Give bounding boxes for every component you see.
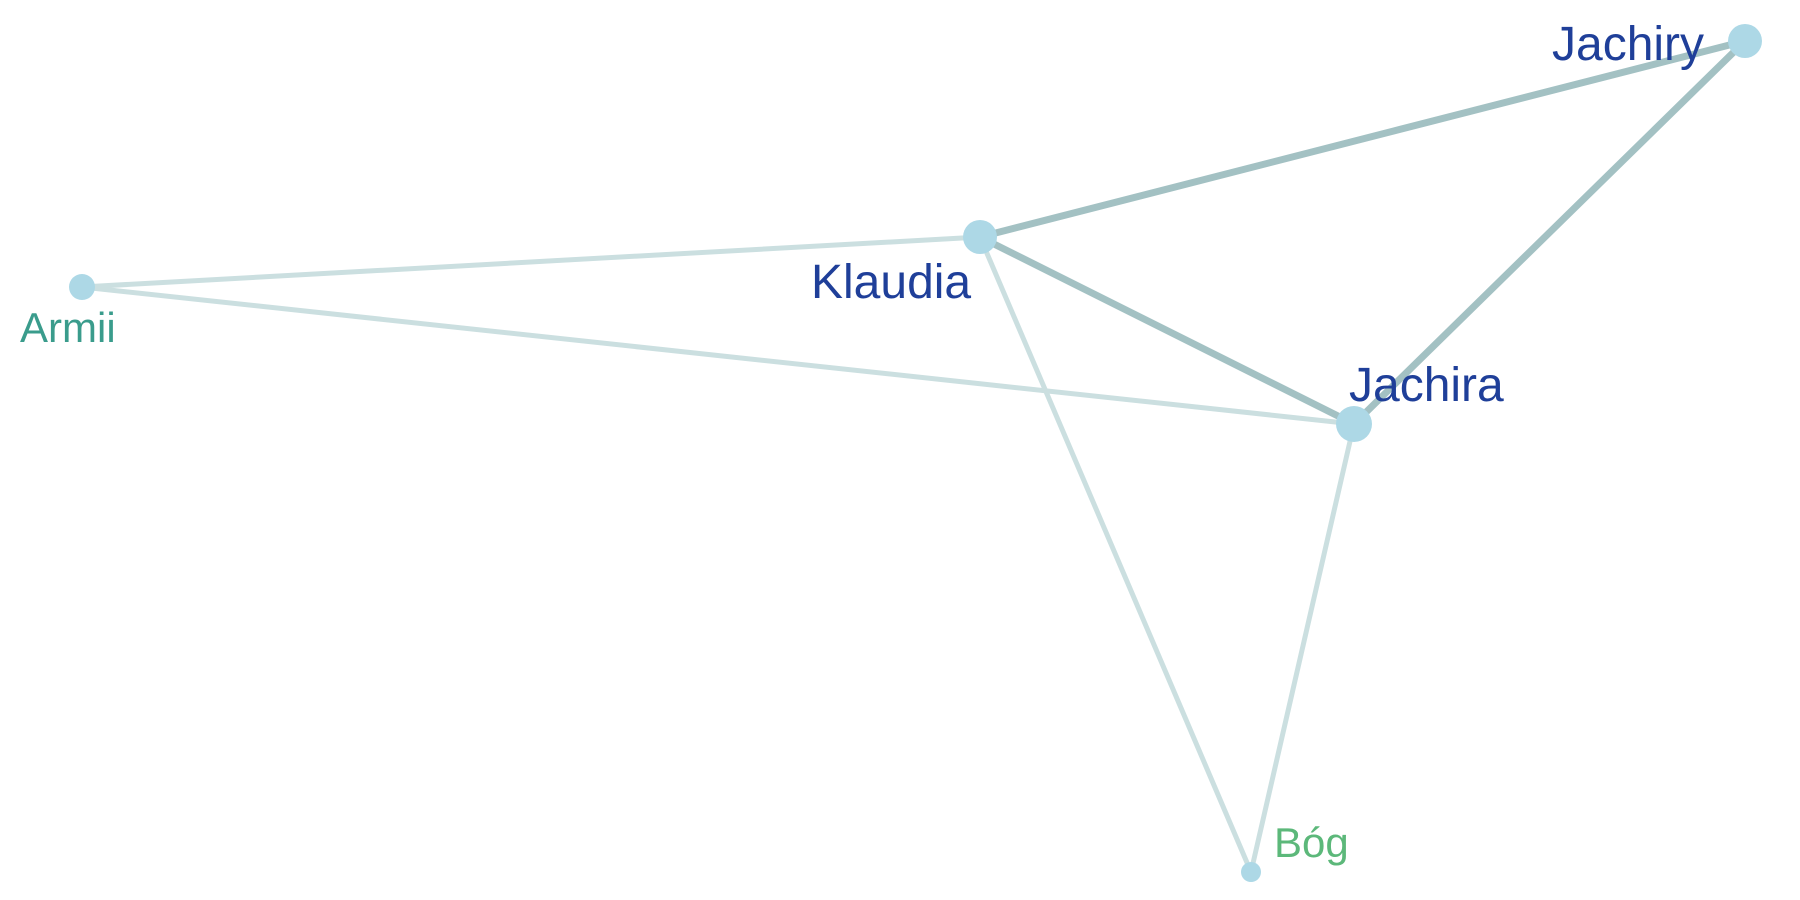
node-label-klaudia: Klaudia [811,256,971,309]
edge-klaudia-jachira [976,233,1358,428]
node-label-jachiry: Jachiry [1552,18,1704,71]
node-klaudia[interactable] [963,220,997,254]
edge-klaudia-jachiry [976,37,1749,241]
node-bog[interactable] [1241,862,1261,882]
edge-armii-jachira [79,284,1357,427]
edge-klaudia-bog [977,234,1254,875]
node-jachira[interactable] [1336,406,1372,442]
edge-armii-klaudia [79,234,983,290]
edge-jachira-jachiry [1350,37,1749,428]
node-label-jachira: Jachira [1349,359,1504,412]
node-label-armii: Armii [20,304,116,351]
edge-jachira-bog [1248,421,1357,875]
node-label-bog: Bóg [1274,819,1349,866]
node-jachiry[interactable] [1728,24,1762,58]
node-armii[interactable] [69,274,95,300]
edges-layer [79,37,1749,875]
nodes-layer [69,24,1762,882]
